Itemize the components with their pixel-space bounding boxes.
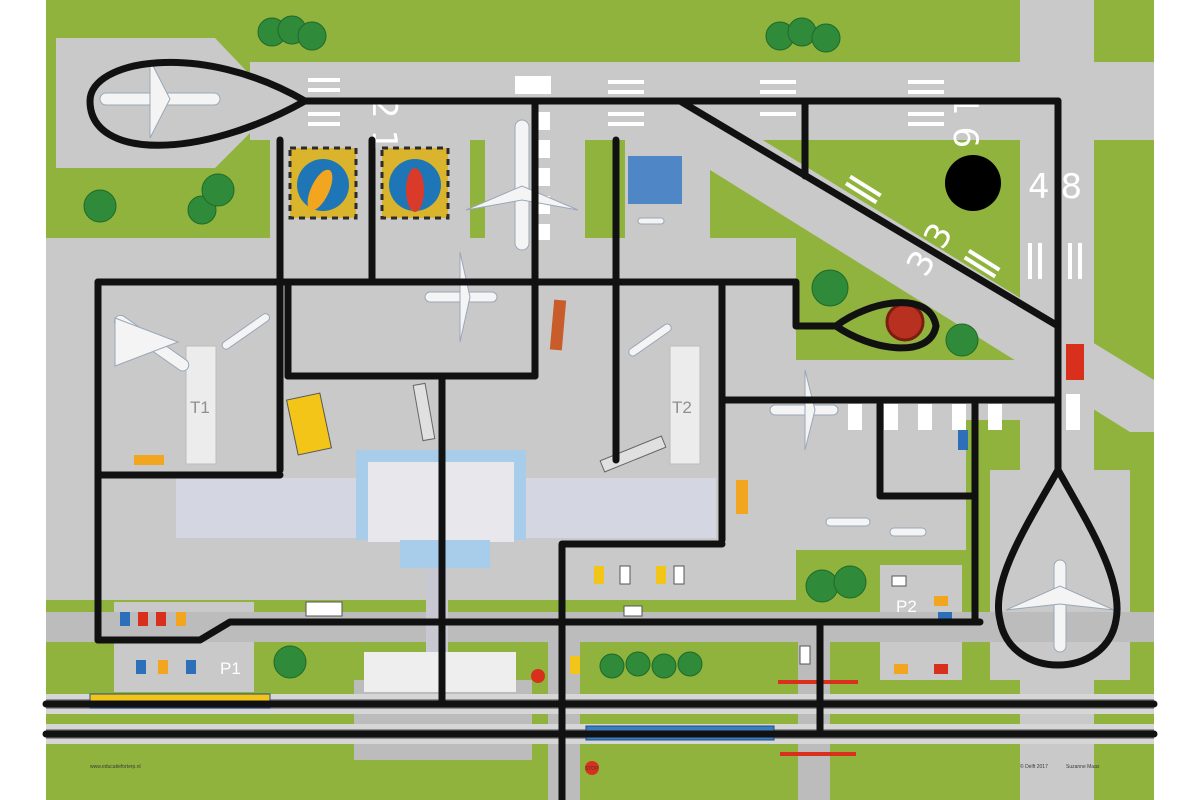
terminal-2-pier — [669, 345, 701, 465]
terminal-1-pier — [185, 345, 217, 465]
track-small-loop — [876, 396, 979, 500]
tree-cluster-top-center — [765, 17, 841, 53]
car-p1-orange2-icon — [158, 660, 168, 674]
car-ring-road-icon — [623, 605, 643, 617]
car-p2-orange-icon — [934, 596, 948, 606]
track-teardrop-south — [995, 466, 1121, 669]
airplane-apron-icon — [424, 251, 498, 343]
stop-sign-lower-icon — [585, 761, 599, 775]
terminal-1-label: T1 — [190, 398, 210, 417]
airplane-t1-right-icon — [221, 313, 270, 350]
airplanes — [99, 59, 1115, 653]
track-roundabout-loop — [832, 299, 940, 352]
black-circle-marker — [945, 155, 1001, 211]
baggage-train-icon — [549, 299, 567, 351]
stop-sign-label: STOP — [585, 766, 599, 772]
airplane-hangar-icon — [637, 217, 665, 225]
roads — [46, 612, 1154, 800]
car-p2-blue-icon — [938, 612, 952, 622]
tree-cluster-p2 — [805, 565, 867, 603]
railway — [46, 693, 1154, 744]
car-road-east-icon — [799, 645, 811, 665]
parking-p2-label: P2 — [896, 597, 917, 616]
tree-cluster-roundabout — [811, 269, 979, 357]
helicopter-red-icon — [406, 168, 424, 212]
car-p2-white-icon — [891, 575, 907, 587]
car-yellow-2-icon — [656, 566, 666, 584]
car-park-west — [110, 492, 144, 567]
roundabout-center — [885, 302, 925, 342]
car-road-icon — [570, 656, 580, 674]
stop-sign-upper-icon — [531, 669, 545, 683]
car-p2-red-icon — [934, 664, 948, 674]
runway-threshold-box — [515, 76, 551, 94]
website-credit: www.educatieforterp.nl — [90, 764, 141, 770]
airplane-gate-center-icon — [465, 119, 579, 251]
ring-road — [46, 612, 1154, 642]
airplane-small-apron-left-icon — [825, 517, 871, 527]
car-yellow-1-icon — [594, 566, 604, 584]
runway-east-extension — [1094, 62, 1154, 140]
terminal-2-label: T2 — [672, 398, 692, 417]
airplane-runway-west-icon — [99, 59, 221, 139]
hangar-building — [628, 156, 682, 204]
tree-cluster-west — [83, 173, 235, 225]
tug-vehicle-icon — [134, 455, 164, 465]
tree-cluster-top-left — [257, 15, 327, 51]
track-apron-top — [94, 278, 840, 330]
car-white-2-icon — [673, 565, 685, 585]
helipads — [288, 146, 450, 220]
car-p1-red-icon — [138, 612, 148, 626]
airplane-east-taxiway-icon — [769, 369, 839, 451]
track-teardrop-west — [86, 58, 309, 149]
van-icon — [305, 601, 343, 617]
car-p1-red2-icon — [156, 612, 166, 626]
airplane-small-apron-right-icon — [889, 527, 927, 537]
tree-cluster-south — [599, 651, 703, 679]
car-p1-blue2-icon — [136, 660, 146, 674]
car-p1-blue3-icon — [186, 660, 196, 674]
helicopter-orange-icon — [307, 169, 333, 211]
play-track — [42, 58, 1158, 800]
car-white-1-icon — [619, 565, 631, 585]
trees — [83, 15, 979, 679]
airplane-t1-left-icon — [114, 314, 190, 372]
car-p1-blue-icon — [120, 612, 130, 626]
parking-p1-label: P1 — [220, 659, 241, 678]
runway-33 — [630, 120, 1154, 432]
bus-yellow-icon — [285, 392, 333, 456]
crossing-barrier-lower — [780, 752, 856, 756]
fuel-truck-icon — [736, 480, 748, 514]
car-p1-orange-icon — [176, 612, 186, 626]
car-taxiway-icon — [958, 430, 968, 450]
copyright-credit: © Delft 2017 — [1020, 763, 1048, 770]
runway-markings — [308, 76, 1082, 430]
shuttle-train-icon — [412, 382, 436, 442]
tree-cluster-p1 — [273, 645, 307, 679]
author-credit: Suzanne Maas — [1066, 764, 1100, 770]
track-carpark-vertical — [558, 540, 726, 800]
fire-truck-icon — [1066, 344, 1084, 380]
track-ring-road — [94, 618, 984, 644]
airplane-t2-icon — [628, 323, 672, 357]
track-diagonal — [676, 97, 1062, 330]
road-south-east — [798, 640, 830, 800]
car-p2-orange2-icon — [894, 664, 908, 674]
